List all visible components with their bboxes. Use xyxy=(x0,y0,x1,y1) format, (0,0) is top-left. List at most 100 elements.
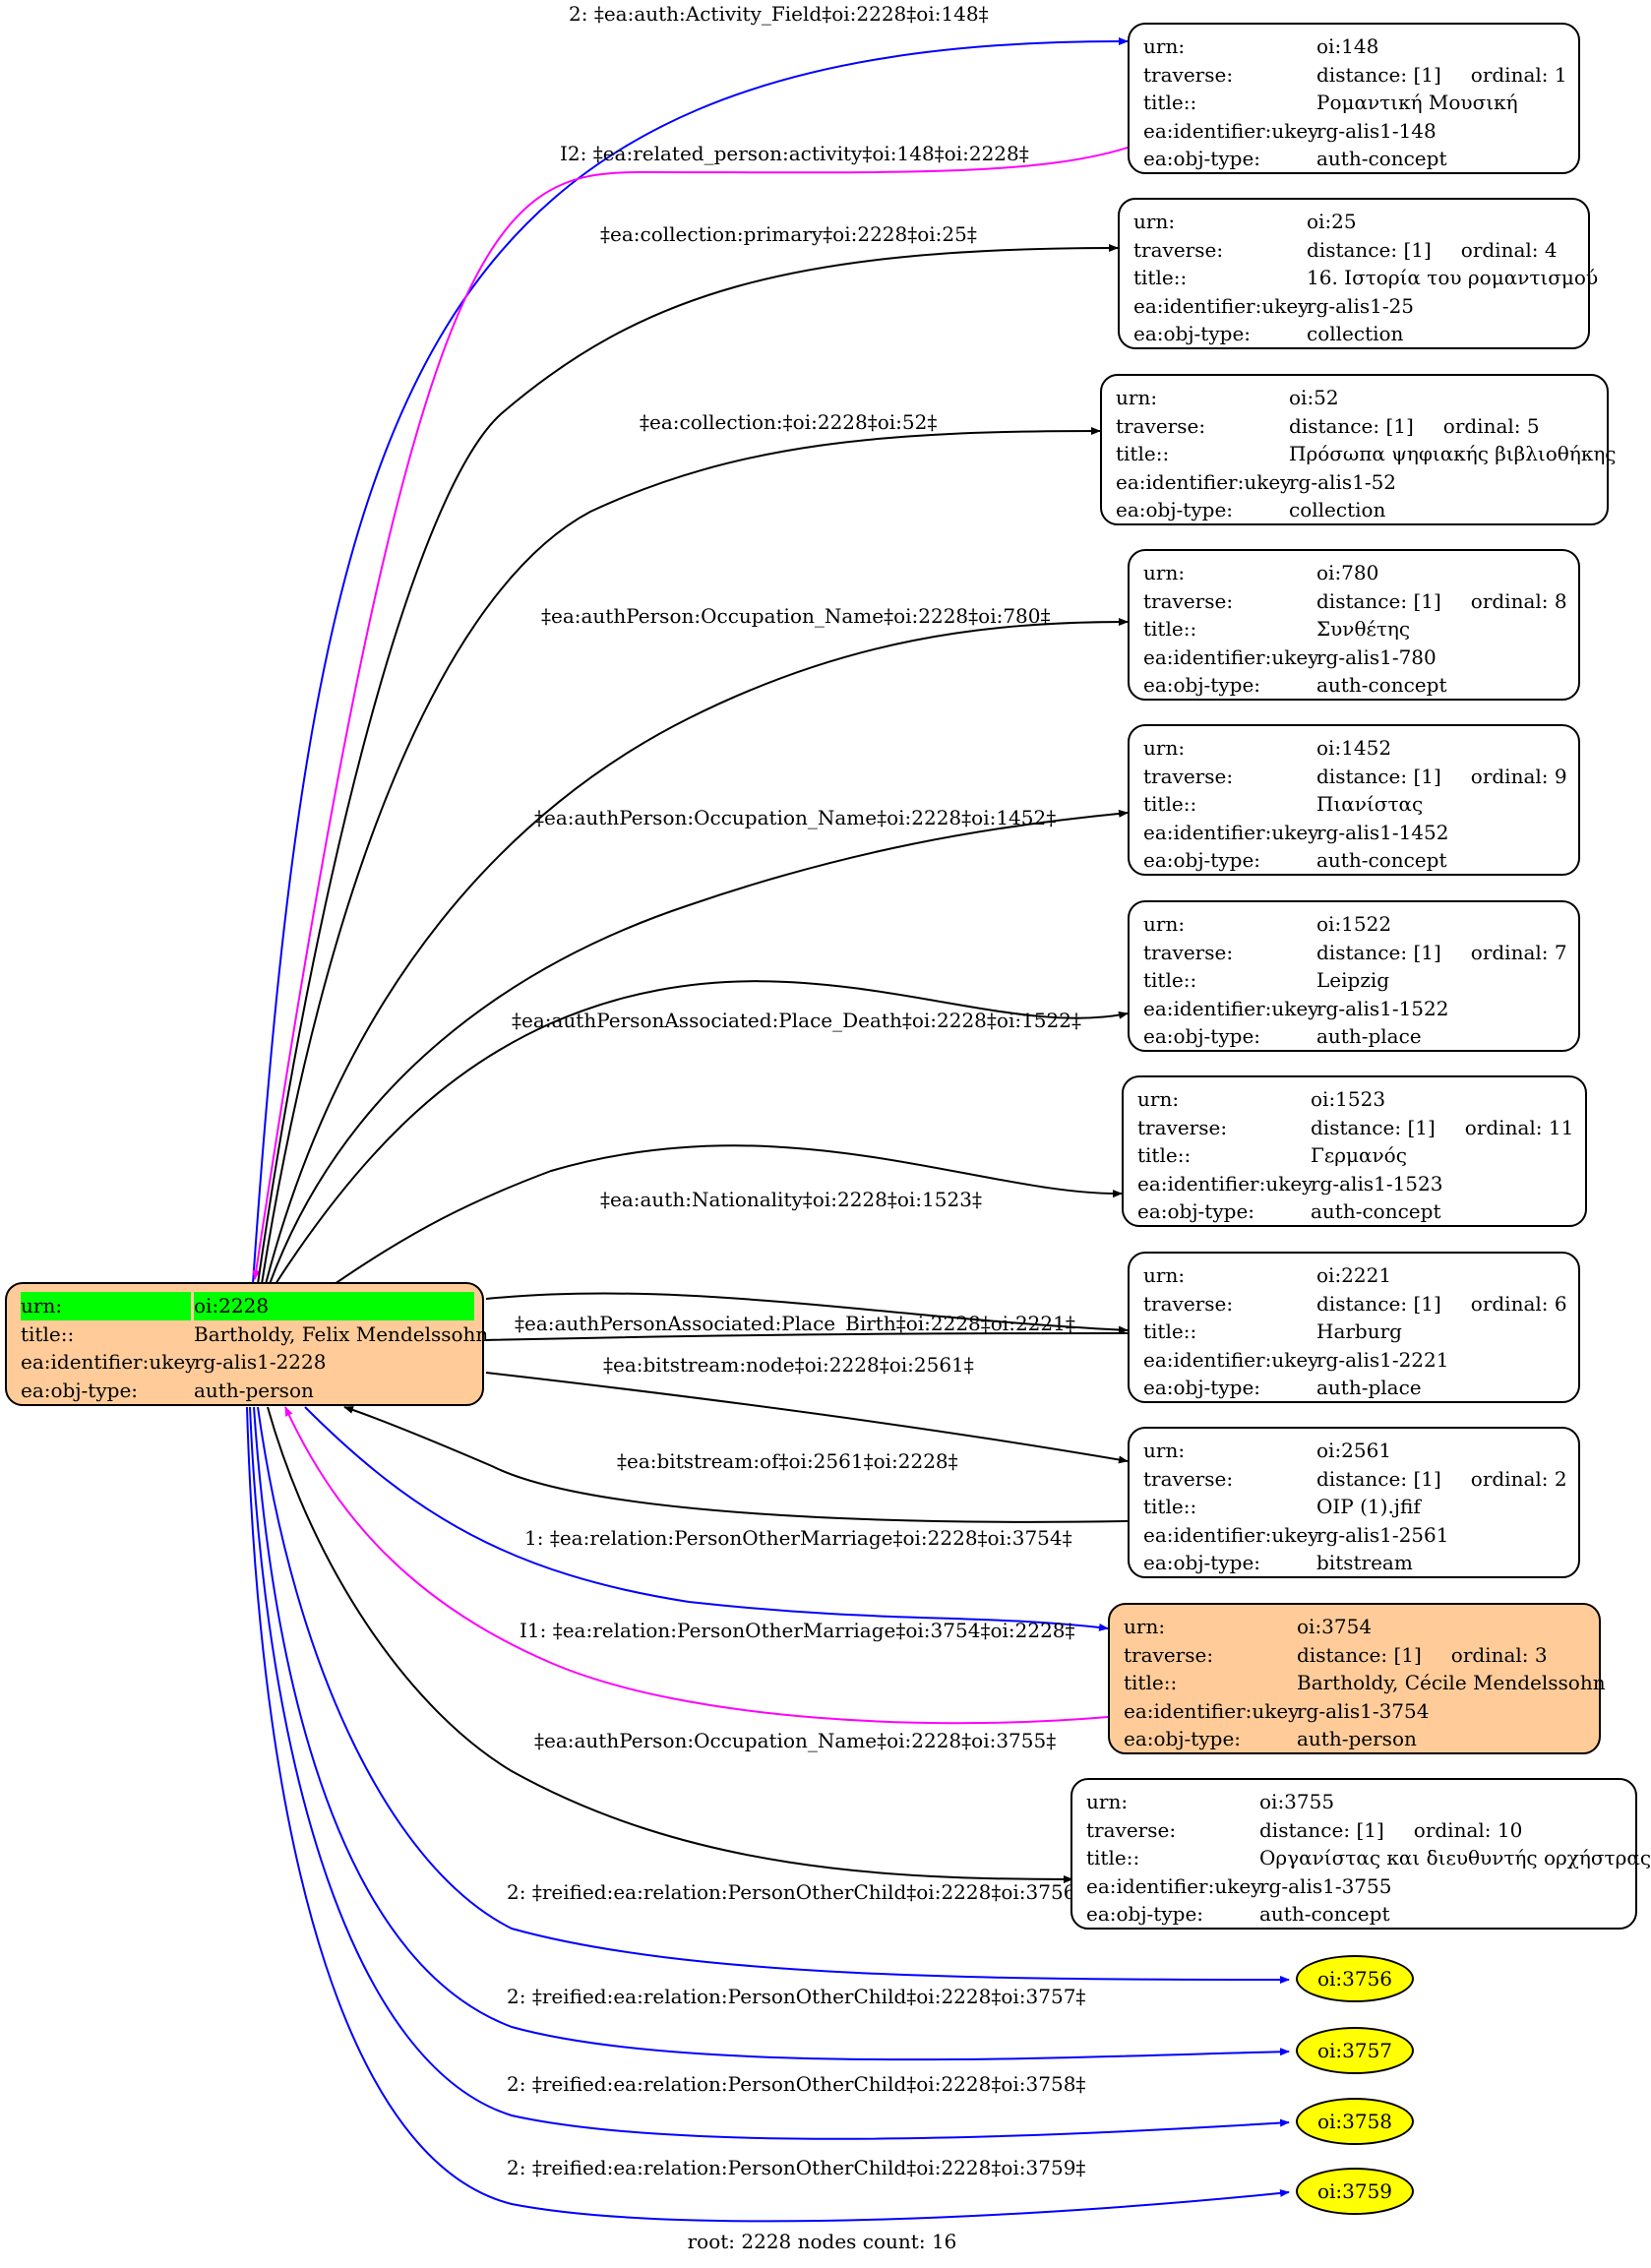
node-ukey-value: rg-alis1-780 xyxy=(1316,644,1437,669)
node-title-value: OIP (1).jfif xyxy=(1316,1495,1421,1518)
node-traverse-key: traverse: xyxy=(1116,413,1206,438)
node-traverse-row: traverse:distance: [1]ordinal: 2 xyxy=(1143,1465,1578,1494)
node-urn-value: oi:2561 xyxy=(1316,1439,1392,1462)
node-urn-key: urn: xyxy=(1143,561,1186,584)
node-ukey-key: ea:identifier:ukey xyxy=(1124,1698,1300,1723)
edge-nationality xyxy=(334,1144,1123,1285)
node-objtype-row: ea:obj-type:auth-concept xyxy=(1143,846,1578,875)
edge-label-bitstream-node: ‡ea:bitstream:node‡oi:2228‡oi:2561‡ xyxy=(603,1353,974,1377)
node-objtype-row: ea:obj-type:collection xyxy=(1116,496,1607,524)
node-title-key: title:: xyxy=(1086,1846,1140,1870)
node-objtype-key: ea:obj-type: xyxy=(1116,498,1234,521)
node-ukey-value: rg-alis1-148 xyxy=(1316,118,1437,143)
root-title-key: title:: xyxy=(21,1321,75,1346)
node-ukey-key: ea:identifier:ukey xyxy=(1143,1347,1319,1372)
node-objtype-value: auth-concept xyxy=(1316,673,1447,697)
node-urn-value: oi:3755 xyxy=(1259,1790,1335,1813)
node-ukey-key: ea:identifier:ukey xyxy=(1086,1873,1262,1898)
node-traverse-value: distance: [1] xyxy=(1259,1817,1384,1842)
node-title-value: 16. Ιστορία του ρομαντισμού xyxy=(1307,266,1599,289)
node-ukey-value: rg-alis1-25 xyxy=(1307,293,1415,318)
node-title-key: title:: xyxy=(1143,968,1197,992)
root-objtype-value: auth-person xyxy=(194,1378,314,1402)
node-objtype-row: ea:obj-type:auth-place xyxy=(1143,1374,1578,1402)
node-urn-row: urn:oi:25 xyxy=(1133,208,1588,236)
node-traverse-value: distance: [1] xyxy=(1316,588,1441,613)
node-urn-key: urn: xyxy=(1143,736,1186,760)
edge-label-child-3757: 2: ‡reified:ea:relation:PersonOtherChild… xyxy=(507,1985,1085,2008)
edge-label-marriage: 1: ‡ea:relation:PersonOtherMarriage‡oi:2… xyxy=(524,1526,1072,1550)
edge-label-occupation-3755: ‡ea:authPerson:Occupation_Name‡oi:2228‡o… xyxy=(534,1729,1056,1752)
node-title-row: title::Πιανίστας xyxy=(1143,790,1578,819)
node-title-key: title:: xyxy=(1143,617,1197,641)
node-traverse-value: distance: [1] xyxy=(1316,940,1441,964)
node-objtype-value: bitstream xyxy=(1316,1551,1413,1574)
edge-label-related-person-activity: I2: ‡ea:related_person:activity‡oi:148‡o… xyxy=(560,142,1029,165)
node-title-value: Harburg xyxy=(1316,1319,1402,1343)
node-ukey-key: ea:identifier:ukey xyxy=(1143,820,1319,844)
node-traverse-row: traverse:distance: [1]ordinal: 6 xyxy=(1143,1290,1578,1318)
edge-child-3758 xyxy=(249,1406,1290,2140)
root-node[interactable]: urn: oi:2228 title:: Bartholdy, Felix Me… xyxy=(5,1282,488,1406)
node-objtype-row: ea:obj-type:bitstream xyxy=(1143,1549,1578,1577)
node-objtype-value: auth-concept xyxy=(1259,1902,1390,1926)
leaf-node-oi-3759[interactable]: oi:3759 xyxy=(1296,2168,1414,2215)
node-urn-row: urn:oi:3755 xyxy=(1086,1788,1635,1816)
node-traverse-row: traverse: distance: [1] ordinal: 10 xyxy=(1086,1816,1635,1845)
node-objtype-key: ea:obj-type: xyxy=(1143,848,1261,872)
node-objtype-row: ea:obj-type:collection xyxy=(1133,320,1588,348)
node-title-row: title::Γερμανός xyxy=(1137,1141,1585,1170)
node-traverse-key: traverse: xyxy=(1124,1642,1214,1667)
node-traverse-value: distance: [1] xyxy=(1316,764,1441,788)
node-ordinal: ordinal: 10 xyxy=(1413,1817,1523,1842)
node-traverse-key: traverse: xyxy=(1086,1817,1177,1842)
node-objtype-row: ea:obj-type:auth-concept xyxy=(1086,1900,1635,1929)
node-urn-value: oi:1452 xyxy=(1316,736,1392,760)
node-ordinal: ordinal: 2 xyxy=(1470,1466,1567,1491)
node-urn-row: urn:oi:2221 xyxy=(1143,1261,1578,1290)
node-traverse-value: distance: [1] xyxy=(1311,1115,1436,1139)
node-ukey-value: rg-alis1-52 xyxy=(1289,469,1397,494)
node-ordinal: ordinal: 4 xyxy=(1460,237,1558,262)
node-traverse-row: traverse:distance: [1]ordinal: 4 xyxy=(1133,236,1588,265)
node-ukey-value: rg-alis1-2561 xyxy=(1316,1522,1449,1547)
node-traverse-row: traverse:distance: [1]ordinal: 11 xyxy=(1137,1114,1585,1142)
leaf-node-oi-3758[interactable]: oi:3758 xyxy=(1296,2098,1414,2145)
edge-label-child-3756: 2: ‡reified:ea:relation:PersonOtherChild… xyxy=(507,1880,1085,1904)
node-title-row: title::Bartholdy, Cécile Mendelssohn xyxy=(1124,1669,1606,1697)
node-title-value: Ρομαντική Μουσική xyxy=(1316,91,1518,114)
node-title-value: Συνθέτης xyxy=(1316,617,1411,641)
node-urn-value: oi:780 xyxy=(1316,561,1379,584)
leaf-node-oi-3757[interactable]: oi:3757 xyxy=(1296,2027,1414,2074)
node-title-row: title::16. Ιστορία του ρομαντισμού xyxy=(1133,264,1598,292)
root-ukey-key: ea:identifier:ukey xyxy=(21,1350,197,1374)
leaf-node-oi-3756[interactable]: oi:3756 xyxy=(1296,1955,1414,2002)
node-urn-value: oi:1522 xyxy=(1316,912,1392,936)
node-ordinal: ordinal: 6 xyxy=(1470,1291,1567,1316)
root-objtype-row: ea:obj-type: auth-person xyxy=(21,1377,482,1405)
edge-label-collection-primary: ‡ea:collection:primary‡oi:2228‡oi:25‡ xyxy=(600,222,977,246)
edge-label-nationality: ‡ea:auth:Nationality‡oi:2228‡oi:1523‡ xyxy=(600,1188,982,1211)
node-title-value: Bartholdy, Cécile Mendelssohn xyxy=(1297,1671,1606,1694)
node-title-key: title:: xyxy=(1137,1143,1192,1167)
node-ordinal: ordinal: 9 xyxy=(1470,764,1567,788)
node-urn-key: urn: xyxy=(1143,1263,1186,1287)
node-ukey-value: rg-alis1-1452 xyxy=(1316,820,1449,844)
root-ukey-row: ea:identifier:ukey rg-alis1-2228 xyxy=(21,1348,482,1377)
